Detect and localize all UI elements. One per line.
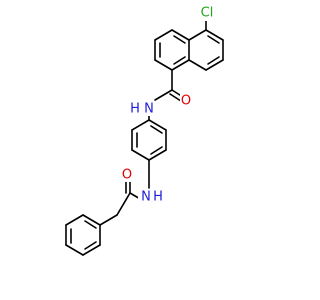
atom-o2: O [120, 168, 134, 183]
phenyl-ring [65, 214, 101, 256]
bond [171, 59, 190, 71]
atom-label-n: N [141, 190, 151, 205]
atom-nh1: N H [128, 102, 154, 117]
bond [84, 220, 97, 229]
naphthalene-ring-a [154, 29, 190, 71]
atom-cl: Cl [196, 5, 218, 21]
molecule-structure-diagram: Cl O N H N H O [65, 5, 224, 256]
bond [171, 29, 190, 41]
bond [188, 29, 207, 41]
atom-label-n: N [144, 102, 154, 117]
bond [207, 35, 220, 44]
bond [148, 149, 167, 161]
bond [65, 214, 84, 226]
phenylene-ring [131, 119, 167, 161]
bond-ch2-phenyl [99, 214, 118, 226]
bond [188, 59, 207, 71]
bond [84, 241, 97, 250]
bond [82, 244, 101, 256]
bond [173, 35, 186, 44]
bond [65, 244, 84, 256]
atom-nh2: N H [138, 190, 164, 205]
bond [131, 119, 150, 131]
bond-carbonyl-n [154, 89, 173, 101]
atom-label-o: O [122, 168, 132, 183]
bond-carbonyl-o-double [169, 93, 182, 102]
bond [150, 125, 163, 134]
bond [173, 56, 186, 65]
bond [205, 59, 224, 71]
bond [148, 119, 167, 131]
bond-carbonyl-ch2 [116, 192, 131, 216]
bond [207, 56, 220, 65]
bond [154, 59, 173, 71]
atom-label-h: H [153, 190, 163, 205]
bond [150, 146, 163, 155]
naphthalene-ring-b [188, 29, 224, 71]
bond [205, 29, 224, 41]
bond [131, 149, 150, 161]
bond [154, 29, 173, 41]
bond [82, 214, 101, 226]
atom-label-h: H [130, 102, 140, 117]
atom-label-cl: Cl [201, 6, 214, 21]
atom-label-o: O [181, 94, 191, 109]
atom-o1: O [180, 94, 192, 109]
